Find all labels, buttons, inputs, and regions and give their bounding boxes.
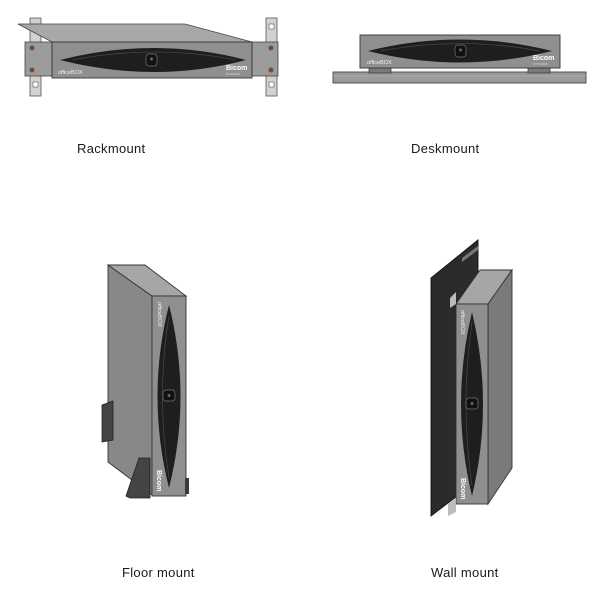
rackmount-brand-logo: Bicom <box>226 65 247 72</box>
rackmount-model-label: officeBOX <box>58 70 83 76</box>
floormount-brand-logo: Bicom <box>155 470 162 491</box>
rackmount-chassis-top <box>17 23 253 43</box>
caption-deskmount: Deskmount <box>411 141 480 156</box>
deskmount-model-label: officeBOX <box>367 60 392 66</box>
floor-stand-rear <box>101 400 114 443</box>
caption-rackmount: Rackmount <box>77 141 146 156</box>
wallmount-model-label: officeBOX <box>459 310 465 335</box>
wallmount-illustration: officeBOX Bicom <box>430 239 513 517</box>
desk-surface <box>332 71 587 84</box>
deskmount-brand-logo: Bicom <box>533 55 554 62</box>
floor-stand-front <box>125 457 151 499</box>
rack-ear-left <box>24 41 53 77</box>
floormount-illustration: officeBOX Bicom <box>101 264 189 499</box>
caption-floor-mount: Floor mount <box>122 565 195 580</box>
wallmount-chassis-side <box>487 268 513 506</box>
wallmount-brand-logo: Bicom <box>459 478 466 499</box>
floormount-model-label: officeBOX <box>156 302 162 327</box>
rack-screws <box>29 45 274 73</box>
caption-wall-mount: Wall mount <box>431 565 499 580</box>
deskmount-illustration: officeBOX Bicom SYSTEMS <box>332 34 587 84</box>
rackmount-brand-tagline: SYSTEMS <box>226 72 240 76</box>
deskmount-brand-tagline: SYSTEMS <box>533 62 547 66</box>
rack-ear-right <box>251 41 279 77</box>
rackmount-illustration: officeBOX Bicom SYSTEMS <box>17 17 279 97</box>
